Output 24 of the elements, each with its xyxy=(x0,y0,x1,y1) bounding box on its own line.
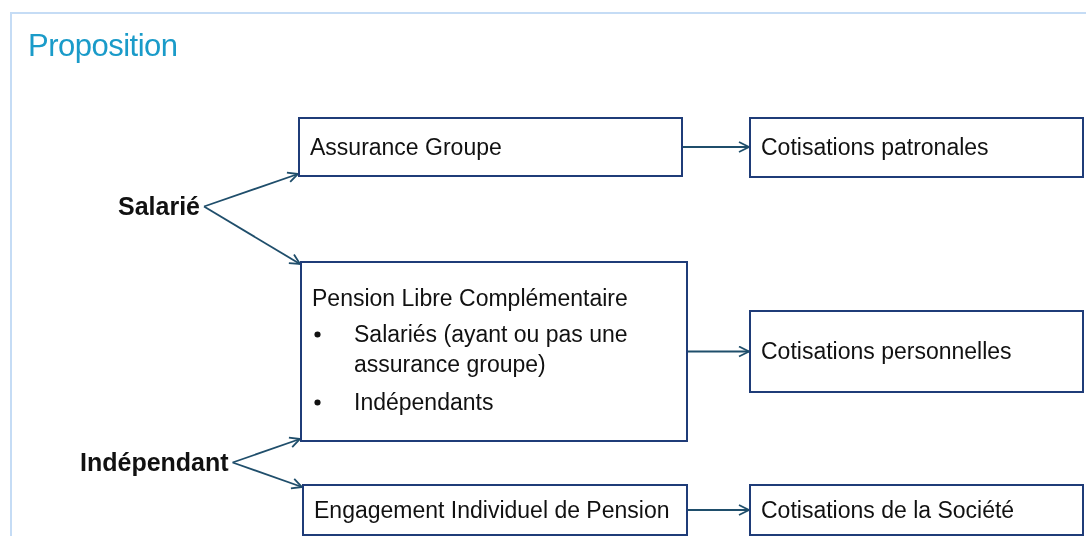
arrow xyxy=(682,141,750,153)
arrow xyxy=(687,345,750,358)
process-box xyxy=(298,117,683,177)
bullet-item: Indépendants xyxy=(312,387,676,418)
category-label: Indépendant xyxy=(80,448,229,477)
category-label: Salarié xyxy=(118,192,200,221)
process-box xyxy=(749,117,1084,178)
arrow xyxy=(203,205,301,265)
box-heading: Cotisations personnelles xyxy=(761,338,1013,365)
title: Proposition xyxy=(28,28,178,64)
process-box xyxy=(749,484,1084,536)
arrow xyxy=(687,504,750,516)
box-heading: Cotisations patronales xyxy=(761,134,990,161)
arrow xyxy=(203,171,299,208)
box-heading: Engagement Individuel de Pension xyxy=(314,496,671,524)
bullet-item: Salariés (ayant ou pas une assurance groupe) xyxy=(312,320,676,380)
arrow xyxy=(231,436,301,464)
box-heading: Assurance Groupe xyxy=(310,133,503,161)
process-box xyxy=(302,484,688,536)
process-box xyxy=(749,310,1084,393)
box-heading: Pension Libre Complémentaire xyxy=(312,285,629,313)
box-heading: Cotisations de la Société xyxy=(761,496,1016,524)
bullet-list-box xyxy=(300,261,688,442)
arrow xyxy=(231,461,303,490)
